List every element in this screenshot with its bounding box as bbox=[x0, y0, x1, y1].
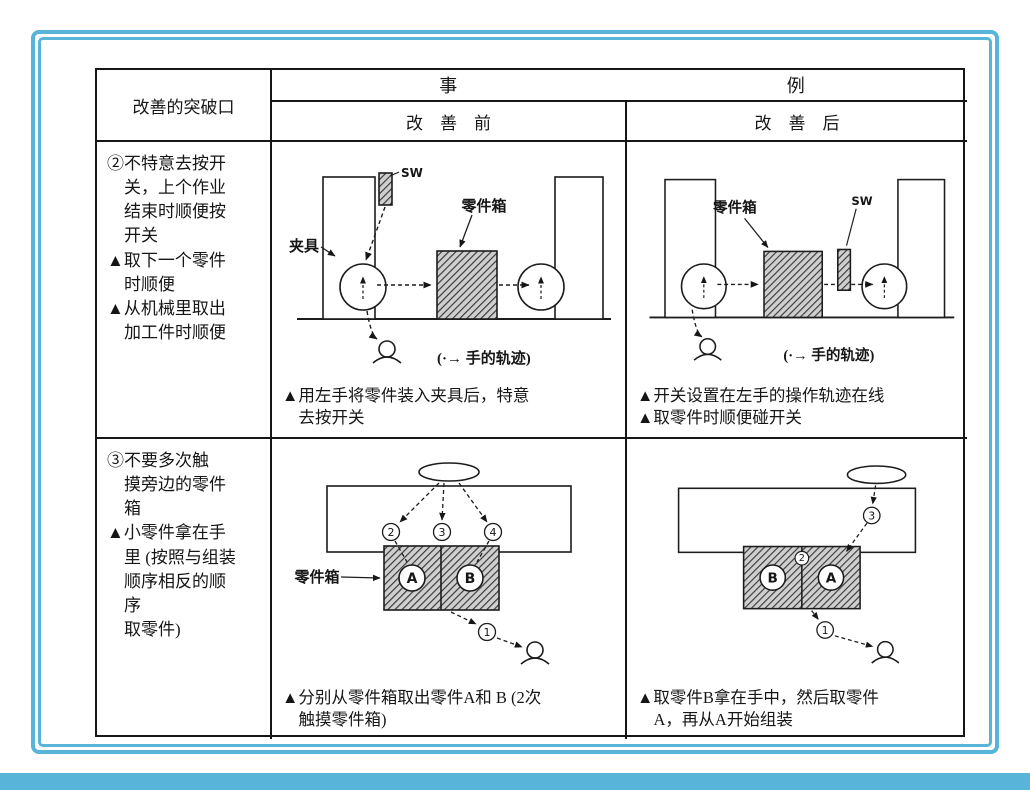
case-label-right: 例 bbox=[786, 76, 805, 96]
step-1: 1 bbox=[483, 626, 490, 639]
circled-number-3 bbox=[862, 506, 881, 525]
diagram-before-partsbox: 2 3 4 1 A B 零件箱 bbox=[293, 462, 572, 665]
part-a-label: A bbox=[406, 571, 417, 587]
parts-box-label: 零件箱 bbox=[460, 197, 506, 215]
case-header: 事 例 bbox=[272, 70, 967, 102]
diagram-before-switch: SW 零件箱 夹具 (·→ 手的轨迹) bbox=[289, 166, 611, 367]
after-caption-partsbox: ▲取零件B拿在手中，然后取零件 A，再从A开始组装 bbox=[637, 688, 879, 729]
column-header-after: 改 善 后 bbox=[627, 102, 967, 142]
diagram-before-partsbox-wrap: 2 3 4 1 A B 零件箱 bbox=[272, 439, 625, 685]
hand-trajectory bbox=[870, 485, 877, 505]
switch bbox=[377, 171, 393, 206]
breakthrough-item-3: ③不要多次触 摸旁边的零件 箱 ▲小零件拿在手 里 (按照与组装 顺序相反的顺 … bbox=[97, 439, 272, 739]
diagram-before-switch-wrap: SW 零件箱 夹具 (·→ 手的轨迹) bbox=[272, 142, 625, 383]
operator-icon bbox=[876, 640, 894, 659]
step-4: 4 bbox=[489, 526, 496, 539]
parts-box bbox=[763, 250, 824, 318]
before-example-partsbox: 2 3 4 1 A B 零件箱 ▲分别从零件箱取出零件A和 B (2次 触摸零件… bbox=[272, 439, 627, 739]
corner-label: 改善的突破口 bbox=[132, 97, 235, 117]
after-example-partsbox: 3 2 1 B A ▲取零件B拿在手中，然后取零件 A，再从A开始组装 bbox=[627, 439, 967, 739]
diagram-after-switch: SW 零件箱 (·→ 手的轨迹) bbox=[649, 178, 955, 364]
circled-number-2 bbox=[794, 550, 810, 566]
decorative-frame-inner bbox=[38, 37, 992, 747]
step-2: 2 bbox=[387, 526, 394, 539]
sw-label: SW bbox=[401, 166, 423, 180]
jig-label: 夹具 bbox=[289, 237, 319, 255]
workbench bbox=[325, 485, 572, 553]
part-b-circle bbox=[455, 564, 484, 592]
case-label-left: 事 bbox=[439, 76, 458, 96]
assembly-point bbox=[846, 465, 907, 485]
part-a-circle bbox=[397, 564, 426, 592]
switch bbox=[836, 248, 852, 291]
breakthrough-item-2: ②不特意去按开 关，上个作业 结束时顺便按 开关 ▲取下一个零件 时顺便 ▲从机… bbox=[97, 142, 272, 439]
case-header-right: 例 bbox=[625, 70, 968, 100]
after-label: 改 善 后 bbox=[754, 113, 840, 133]
step-3: 3 bbox=[438, 526, 445, 539]
hand-path-label: (·→ 手的轨迹) bbox=[783, 346, 874, 364]
column-header-before: 改 善 前 bbox=[272, 102, 627, 142]
operator-icon bbox=[699, 337, 717, 355]
column-header-breakthrough: 改善的突破口 bbox=[97, 70, 272, 142]
diagram-after-switch-wrap: SW 零件箱 (·→ 手的轨迹) bbox=[627, 142, 967, 383]
parts-box-label: 零件箱 bbox=[293, 568, 339, 586]
before-caption-partsbox: ▲分别从零件箱取出零件A和 B (2次 触摸零件箱) bbox=[282, 688, 542, 729]
step-2: 2 bbox=[799, 553, 805, 564]
hand-path-label: (·→ 手的轨迹) bbox=[437, 349, 531, 367]
after-caption-switch: ▲开关设置在左手的操作轨迹在线 ▲取零件时顺便碰开关 bbox=[637, 386, 885, 427]
circled-number-1 bbox=[816, 621, 835, 639]
circled-number-3 bbox=[432, 522, 451, 542]
sw-label: SW bbox=[851, 193, 872, 207]
part-b-label: B bbox=[768, 571, 778, 587]
diagram-after-partsbox-wrap: 3 2 1 B A bbox=[627, 439, 967, 685]
circled-number-2 bbox=[381, 522, 400, 542]
diagram-after-partsbox: 3 2 1 B A bbox=[677, 465, 917, 664]
circled-number-4 bbox=[483, 522, 502, 542]
before-caption-switch: ▲用左手将零件装入夹具后，特意 去按开关 bbox=[282, 386, 530, 427]
operator-icon bbox=[377, 339, 396, 358]
step-3: 3 bbox=[868, 509, 875, 522]
parts-box-label: 零件箱 bbox=[712, 198, 757, 216]
part-a-circle bbox=[817, 564, 845, 592]
before-label: 改 善 前 bbox=[406, 113, 491, 133]
decorative-frame bbox=[31, 30, 999, 754]
case-header-left: 事 bbox=[272, 70, 625, 100]
part-b-circle bbox=[759, 564, 787, 592]
assembly-point bbox=[417, 462, 480, 482]
bottom-border-bar bbox=[0, 773, 1030, 790]
before-example-switch: SW 零件箱 夹具 (·→ 手的轨迹) ▲用左手将零件装入夹具后，特意 去按开关 bbox=[272, 142, 627, 439]
hand-trajectory bbox=[399, 482, 439, 523]
parts-box bbox=[435, 249, 498, 320]
circled-number-1 bbox=[477, 622, 496, 642]
after-example-switch: SW 零件箱 (·→ 手的轨迹) ▲开关设置在左手的操作轨迹在线 ▲取零件时顺便… bbox=[627, 142, 967, 439]
step-1: 1 bbox=[822, 624, 829, 637]
part-b-label: B bbox=[464, 571, 475, 587]
workbench bbox=[677, 487, 917, 554]
part-a-label: A bbox=[826, 571, 837, 587]
hand-trajectory bbox=[364, 206, 386, 261]
operator-icon bbox=[525, 641, 544, 659]
kaizen-example-table: 改善的突破口 事 例 改 善 前 改 善 后 ②不特意去按开 关，上个作业 结束… bbox=[95, 68, 967, 739]
